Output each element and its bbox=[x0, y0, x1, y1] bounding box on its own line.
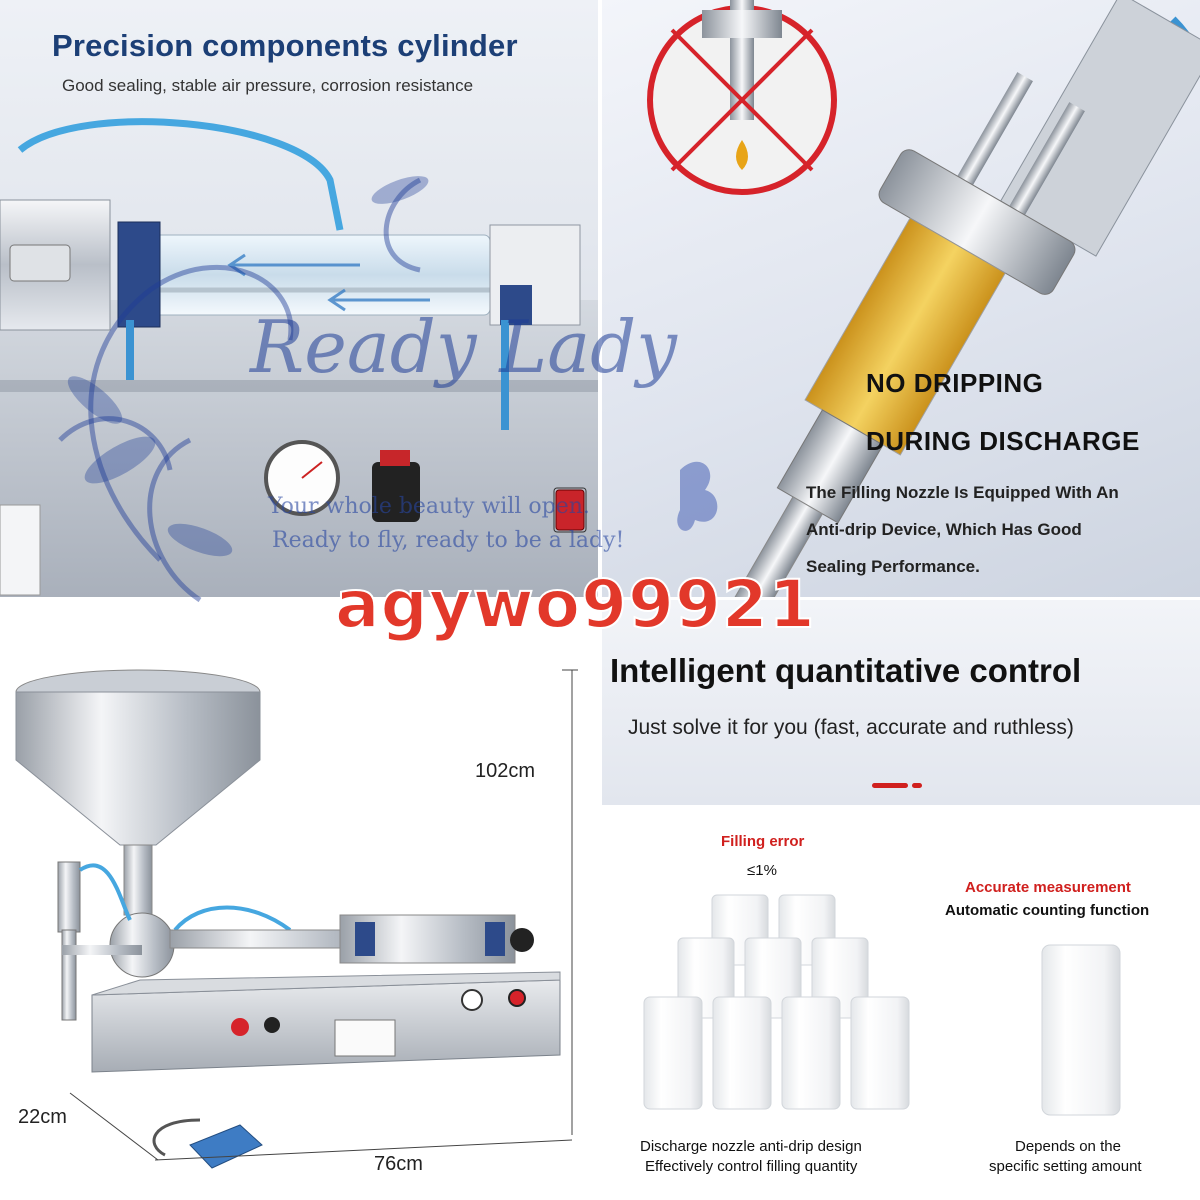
filling-error-heading: Filling error bbox=[721, 833, 805, 850]
accurate-measurement-heading: Accurate measurement bbox=[965, 879, 1131, 896]
no-drip-prohibited-icon bbox=[647, 0, 837, 195]
machine-panel: 102cm 22cm 76cm bbox=[0, 600, 600, 1200]
cylinder-title: Precision components cylinder bbox=[52, 28, 518, 63]
cylinder-panel: Precision components cylinder Good seali… bbox=[0, 0, 598, 597]
nozzle-body-line: Sealing Performance. bbox=[806, 557, 980, 576]
control-subtitle: Just solve it for you (fast, accurate an… bbox=[628, 716, 1074, 739]
nozzle-illustration bbox=[647, 0, 1200, 597]
watermark-tagline-line1: Your whole beauty will open. bbox=[268, 494, 590, 519]
cylinder-subtitle: Good sealing, stable air pressure, corro… bbox=[62, 76, 474, 95]
nozzle-panel: NO DRIPPING DURING DISCHARGE The Filling… bbox=[602, 0, 1200, 597]
dimension-lines bbox=[69, 669, 578, 1161]
counting-function-subheading: Automatic counting function bbox=[945, 902, 1150, 919]
nozzle-body-line: The Filling Nozzle Is Equipped With An bbox=[806, 483, 1119, 502]
glass-panel: Filling error ≤1% Accurate measurement A… bbox=[602, 805, 1200, 1200]
accent-divider-dot bbox=[912, 783, 922, 788]
control-panel: Intelligent quantitative control Just so… bbox=[602, 600, 1200, 805]
cylinder-illustration bbox=[0, 118, 598, 597]
milk-glasses-illustration bbox=[643, 894, 1121, 1116]
depth-dimension-label: 22cm bbox=[18, 1106, 67, 1128]
control-title: Intelligent quantitative control bbox=[610, 652, 1082, 689]
right-caption-line1: Depends on the bbox=[1015, 1138, 1121, 1155]
nozzle-title-line1: NO DRIPPING bbox=[866, 368, 1044, 398]
foot-pedal-icon bbox=[189, 1124, 263, 1169]
right-caption-line2: specific setting amount bbox=[989, 1158, 1142, 1175]
watermark-brand: Ready Lady bbox=[250, 305, 677, 389]
height-dimension-label: 102cm bbox=[475, 760, 536, 782]
filling-error-value: ≤1% bbox=[747, 862, 777, 879]
nozzle-title-line2: DURING DISCHARGE bbox=[866, 426, 1140, 456]
left-caption-line1: Discharge nozzle anti-drip design bbox=[640, 1138, 862, 1155]
width-dimension-label: 76cm bbox=[374, 1153, 423, 1175]
left-caption-line2: Effectively control filling quantity bbox=[645, 1158, 858, 1175]
filling-machine-illustration bbox=[15, 669, 578, 1169]
watermark-tagline-line2: Ready to fly, ready to be a lady! bbox=[272, 528, 625, 553]
accent-divider bbox=[872, 783, 908, 788]
watermark-seller-code: agywo99921 bbox=[334, 565, 816, 644]
nozzle-body-line: Anti-drip Device, Which Has Good bbox=[806, 520, 1082, 539]
